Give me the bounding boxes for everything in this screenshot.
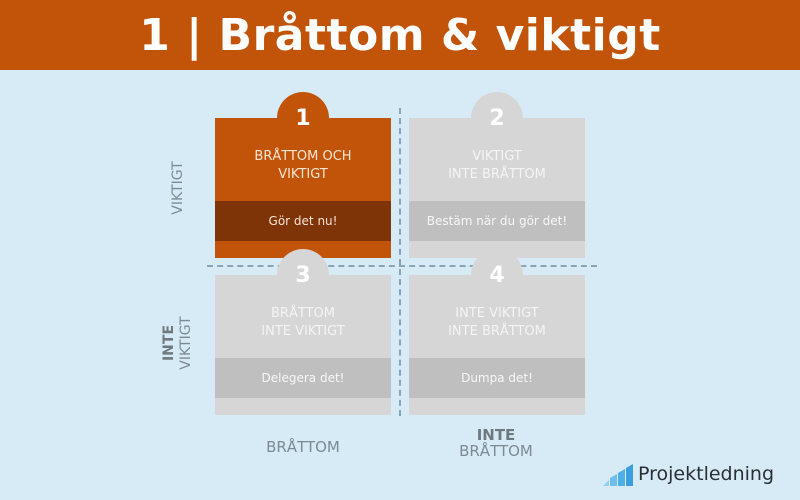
title-line-1: BRÅTTOM OCH	[254, 149, 352, 164]
projektledning-logo: Projektledning	[603, 462, 774, 486]
title-line-2: INTE VIKTIGT	[261, 324, 345, 339]
y-top-label: VIKTIGT	[170, 161, 186, 215]
title-line-1: INTE VIKTIGT	[455, 306, 539, 321]
quadrant-title: INTE VIKTIGT INTE BRÅTTOM	[409, 305, 585, 341]
quadrant-number: 3	[295, 263, 311, 288]
quadrant-action: Gör det nu!	[215, 201, 391, 241]
quadrant-action: Delegera det!	[215, 358, 391, 398]
logo-text: Projektledning	[638, 463, 775, 485]
quadrant-title: BRÅTTOM OCH VIKTIGT	[215, 148, 391, 184]
horizontal-divider	[207, 265, 597, 267]
quadrant-title: BRÅTTOM INTE VIKTIGT	[215, 305, 391, 341]
title-line-2: INTE BRÅTTOM	[448, 324, 546, 339]
page-title: 1 | Bråttom & viktigt	[139, 9, 661, 61]
title-line-1: BRÅTTOM	[271, 306, 335, 321]
quadrant-2: 2 VIKTIGT INTE BRÅTTOM Bestäm när du gör…	[409, 92, 585, 258]
x-right-label: BRÅTTOM	[459, 442, 533, 460]
title-line-2: INTE BRÅTTOM	[448, 167, 546, 182]
y-bottom-bold: INTE	[161, 324, 177, 362]
quadrant-number: 2	[489, 106, 505, 131]
quadrant-number: 1	[295, 106, 311, 131]
x-right-bold: INTE	[476, 426, 516, 444]
x-left-label: BRÅTTOM	[266, 438, 340, 456]
quadrant-number: 4	[489, 263, 505, 288]
x-axis-label-not-urgent: INTE BRÅTTOM	[423, 427, 569, 459]
quadrant-action: Bestäm när du gör det!	[409, 201, 585, 241]
title-line-2: VIKTIGT	[278, 167, 328, 182]
header-banner: 1 | Bråttom & viktigt	[0, 0, 800, 70]
y-axis-label-important: VIKTIGT	[170, 148, 186, 228]
title-line-1: VIKTIGT	[472, 149, 522, 164]
y-axis-label-not-important: INTE VIKTIGT	[161, 303, 195, 383]
vertical-divider	[399, 108, 401, 416]
quadrant-title: VIKTIGT INTE BRÅTTOM	[409, 148, 585, 184]
quadrant-4: 4 INTE VIKTIGT INTE BRÅTTOM Dumpa det!	[409, 249, 585, 415]
y-bottom-label: VIKTIGT	[178, 316, 194, 370]
quadrant-3: 3 BRÅTTOM INTE VIKTIGT Delegera det!	[215, 249, 391, 415]
bar-chart-logo-icon	[603, 464, 633, 486]
quadrant-1: 1 BRÅTTOM OCH VIKTIGT Gör det nu!	[215, 92, 391, 258]
x-axis-label-urgent: BRÅTTOM	[230, 439, 376, 455]
quadrant-action: Dumpa det!	[409, 358, 585, 398]
